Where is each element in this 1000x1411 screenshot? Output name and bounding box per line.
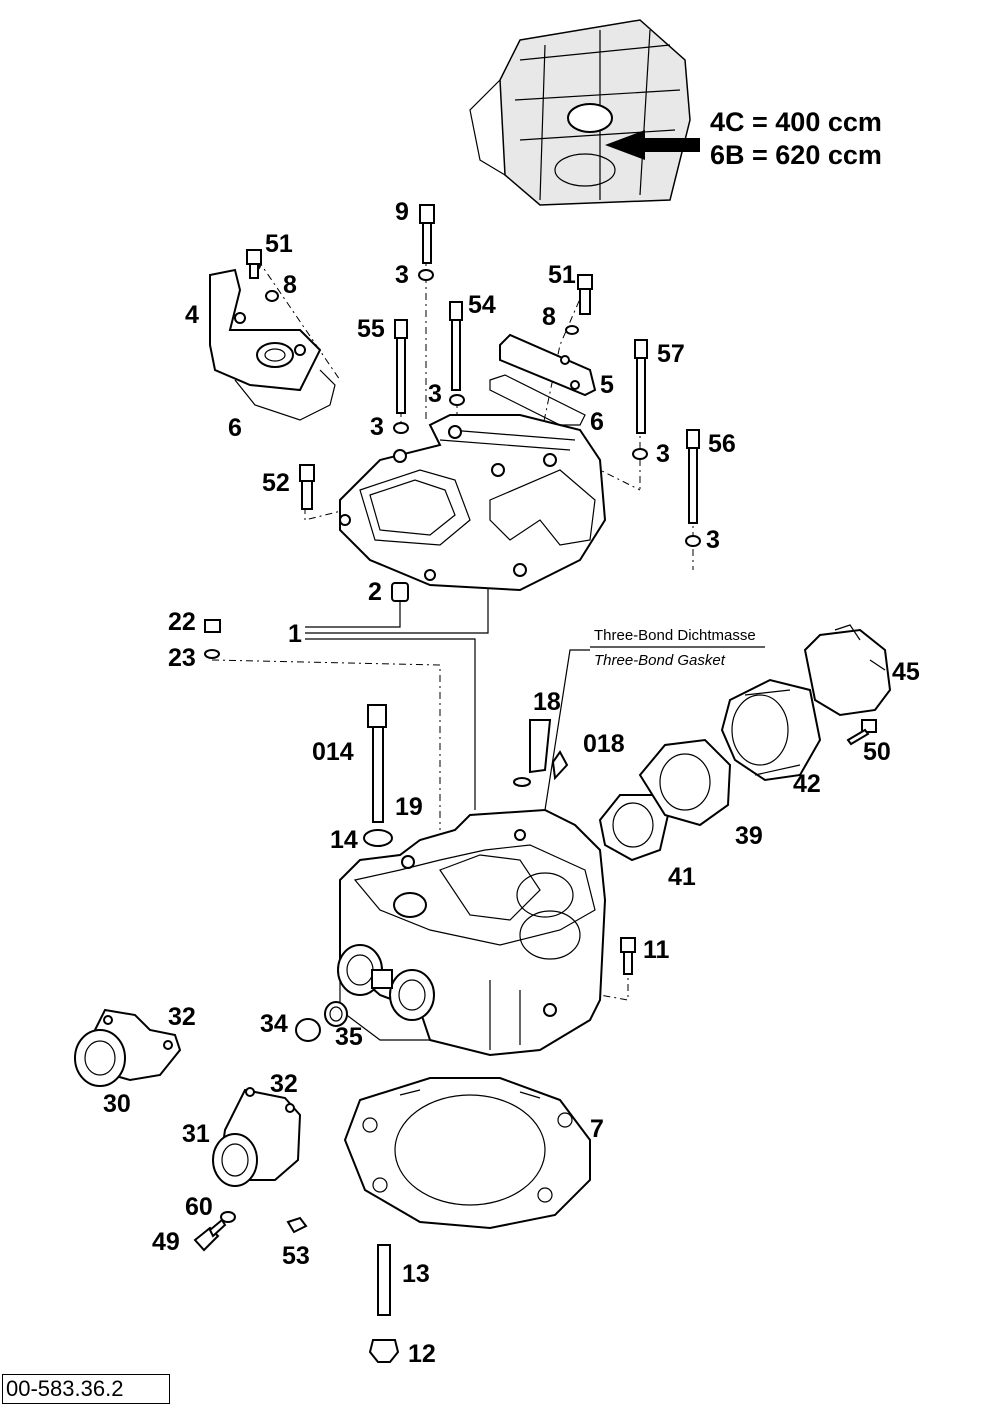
stud-014 <box>363 704 393 847</box>
fitting-18 <box>513 719 569 787</box>
callout-13: 13 <box>402 1260 430 1288</box>
callout-39: 39 <box>735 822 763 850</box>
callout-4: 4 <box>185 301 199 329</box>
callout-57: 57 <box>657 340 685 368</box>
callout-3: 3 <box>370 413 384 441</box>
callout-2: 2 <box>368 578 382 606</box>
intake-flange-31 <box>212 1087 302 1187</box>
plug-2 <box>391 582 409 602</box>
callout-14: 14 <box>330 826 358 854</box>
callout-32: 32 <box>270 1070 298 1098</box>
callout-52: 52 <box>262 469 290 497</box>
cylinder-head <box>337 808 607 1057</box>
callout-31: 31 <box>182 1120 210 1148</box>
callout-6: 6 <box>228 414 242 442</box>
callout-35: 35 <box>335 1023 363 1051</box>
screw-22 <box>204 619 221 659</box>
bolts <box>246 204 700 524</box>
callout-41: 41 <box>668 863 696 891</box>
callout-8: 8 <box>283 271 297 299</box>
callout-32: 32 <box>168 1003 196 1031</box>
callout-1: 1 <box>288 620 302 648</box>
callout-9: 9 <box>395 198 409 226</box>
callout-30: 30 <box>103 1090 131 1118</box>
callout-11: 11 <box>643 936 670 964</box>
screw-11 <box>620 937 636 975</box>
callout-60: 60 <box>185 1193 213 1221</box>
washers <box>265 269 701 547</box>
callout-18: 18 <box>533 688 561 716</box>
callout-19: 19 <box>395 793 423 821</box>
callout-5: 5 <box>600 371 614 399</box>
callout-3: 3 <box>428 380 442 408</box>
callout-55: 55 <box>357 315 385 343</box>
engine-code-6b: 6B = 620 ccm <box>710 140 882 170</box>
callout-018: 018 <box>583 730 625 758</box>
callout-51: 51 <box>548 261 576 289</box>
plug-34 <box>295 1001 348 1042</box>
intake-boot-42 <box>720 678 822 782</box>
intake-gasket-41 <box>598 794 670 862</box>
callout-7: 7 <box>590 1115 604 1143</box>
callouts: 9 3 51 8 4 6 55 54 51 8 57 5 6 3 3 3 56 … <box>103 198 920 1368</box>
intake-flange-30 <box>74 1008 182 1087</box>
callout-3: 3 <box>706 526 720 554</box>
callout-49: 49 <box>152 1228 180 1256</box>
callout-54: 54 <box>468 291 496 319</box>
callout-50: 50 <box>863 738 891 766</box>
callout-34: 34 <box>260 1010 288 1038</box>
cover-plate-right <box>489 333 597 426</box>
callout-6: 6 <box>590 408 604 436</box>
callout-014: 014 <box>312 738 354 766</box>
callout-22: 22 <box>168 608 196 636</box>
callout-12: 12 <box>408 1340 436 1368</box>
head-gasket-7 <box>343 1077 591 1230</box>
callout-45: 45 <box>892 658 920 686</box>
callout-53: 53 <box>282 1242 310 1270</box>
callout-56: 56 <box>708 430 736 458</box>
engine-code-4c: 4C = 400 ccm <box>710 107 882 137</box>
callout-8: 8 <box>542 303 556 331</box>
cover-plate-left <box>209 259 336 421</box>
screw-50 <box>846 719 877 746</box>
document-number: 00-583.36.2 <box>2 1374 170 1404</box>
intake-adapter-39 <box>638 738 732 827</box>
callout-3: 3 <box>395 261 409 289</box>
note-line1: Three-Bond Dichtmasse <box>594 627 756 644</box>
callout-23: 23 <box>168 644 196 672</box>
note-line2: Three-Bond Gasket <box>594 652 726 669</box>
callout-51: 51 <box>265 230 293 258</box>
arrow-indicator <box>605 130 700 160</box>
valve-cover <box>339 414 607 592</box>
small-parts <box>193 1211 308 1252</box>
callout-3: 3 <box>656 440 670 468</box>
leader-lines <box>305 585 590 811</box>
stud-13 <box>368 1244 400 1363</box>
engine-thumbnail <box>469 19 691 206</box>
clamp-45 <box>803 624 892 717</box>
callout-42: 42 <box>793 770 821 798</box>
